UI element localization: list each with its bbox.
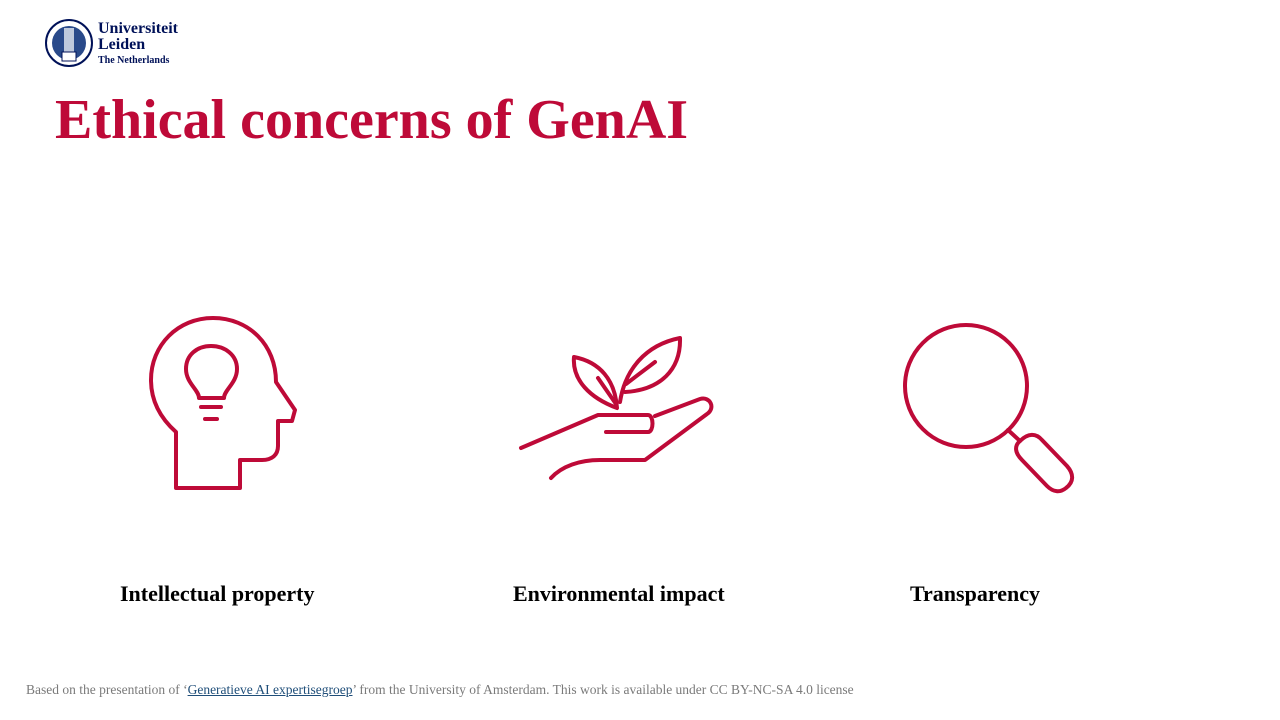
university-logo: Universiteit Leiden The Netherlands — [44, 16, 178, 70]
footer-attribution: Based on the presentation of ‘Generatiev… — [26, 682, 854, 698]
footer-prefix: Based on the presentation of ‘ — [26, 682, 188, 697]
page-title: Ethical concerns of GenAI — [55, 89, 689, 151]
concern-label-intellectual-property: Intellectual property — [120, 581, 315, 606]
leiden-seal-icon — [45, 19, 93, 67]
hand-plant-icon — [519, 336, 714, 480]
footer-suffix: ’ from the University of Amsterdam. This… — [352, 682, 854, 697]
magnifying-glass-icon — [903, 323, 1075, 494]
concern-label-transparency: Transparency — [910, 581, 1040, 606]
source-link[interactable]: Generatieve AI expertisegroep — [187, 682, 353, 697]
head-lightbulb-icon — [149, 316, 297, 490]
logo-line-1: Universiteit — [98, 19, 178, 37]
logo-line-2: Leiden — [98, 35, 146, 53]
concern-label-environmental-impact: Environmental impact — [513, 581, 725, 606]
logo-line-3: The Netherlands — [98, 54, 170, 66]
